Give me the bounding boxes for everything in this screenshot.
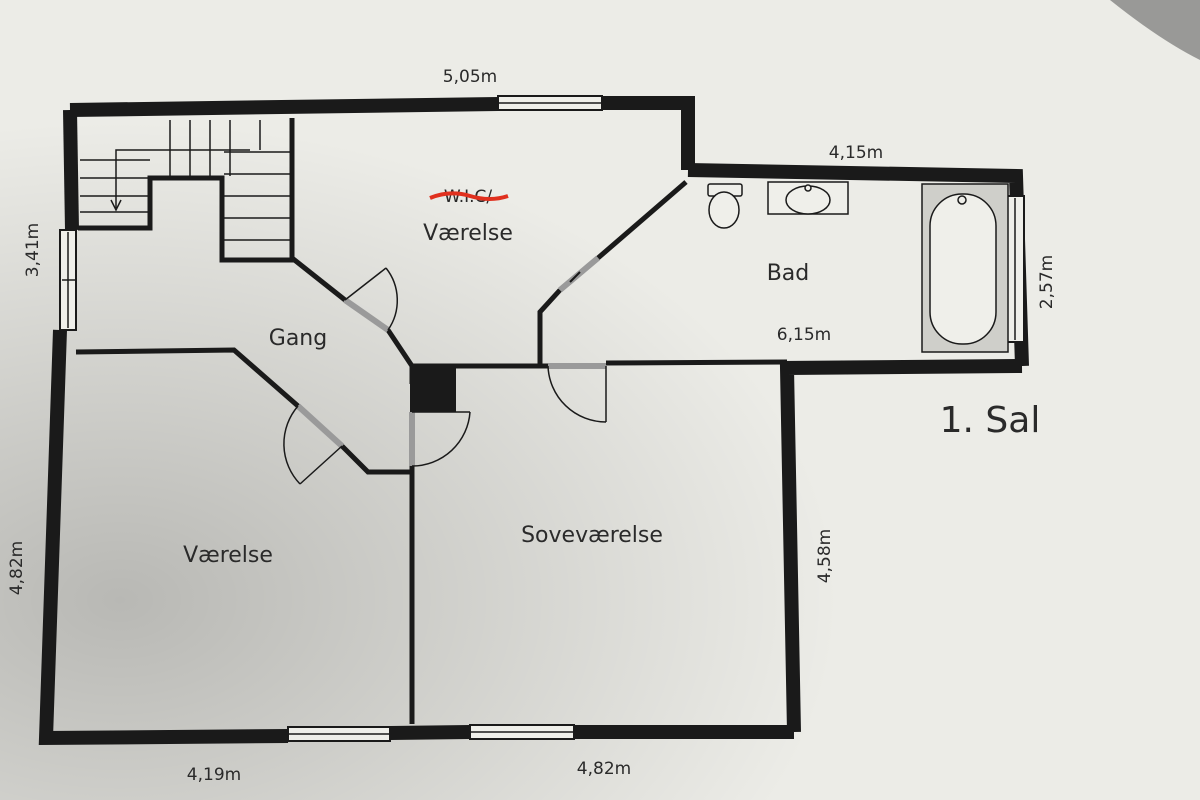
dim-left-lower: 4,82m bbox=[7, 541, 27, 595]
room-label-vaerelse-top: Værelse bbox=[423, 221, 513, 246]
dim-top-width: 5,05m bbox=[443, 67, 497, 87]
staircase bbox=[80, 120, 290, 241]
dim-right-lower: 4,58m bbox=[815, 529, 835, 583]
floor-title: 1. Sal bbox=[940, 400, 1041, 441]
room-label-bad: Bad bbox=[767, 261, 810, 286]
room-label-vaerelse-bottom: Værelse bbox=[183, 543, 273, 568]
dim-bath-height: 2,57m bbox=[1037, 255, 1057, 309]
window-bath bbox=[1005, 195, 1025, 343]
window-left bbox=[59, 229, 77, 331]
corner-shadow bbox=[1110, 0, 1200, 60]
room-label-sovevaerelse: Soveværelse bbox=[521, 523, 663, 548]
window-bottom-left bbox=[287, 726, 391, 742]
dim-inner-width: 6,15m bbox=[777, 325, 831, 345]
window-bottom-right bbox=[469, 724, 575, 740]
dim-left-upper: 3,41m bbox=[23, 223, 43, 277]
chimney-pillar bbox=[410, 368, 456, 412]
bathroom-fixtures bbox=[707, 181, 1009, 353]
room-label-gang: Gang bbox=[269, 326, 327, 351]
window-top bbox=[497, 95, 603, 111]
dim-bottom-right: 4,82m bbox=[577, 759, 631, 779]
red-strike-mark bbox=[429, 191, 509, 201]
interior-walls bbox=[75, 118, 788, 724]
dim-bottom-left: 4,19m bbox=[187, 765, 241, 785]
doors bbox=[283, 255, 607, 485]
dim-bath-width: 4,15m bbox=[829, 143, 883, 163]
